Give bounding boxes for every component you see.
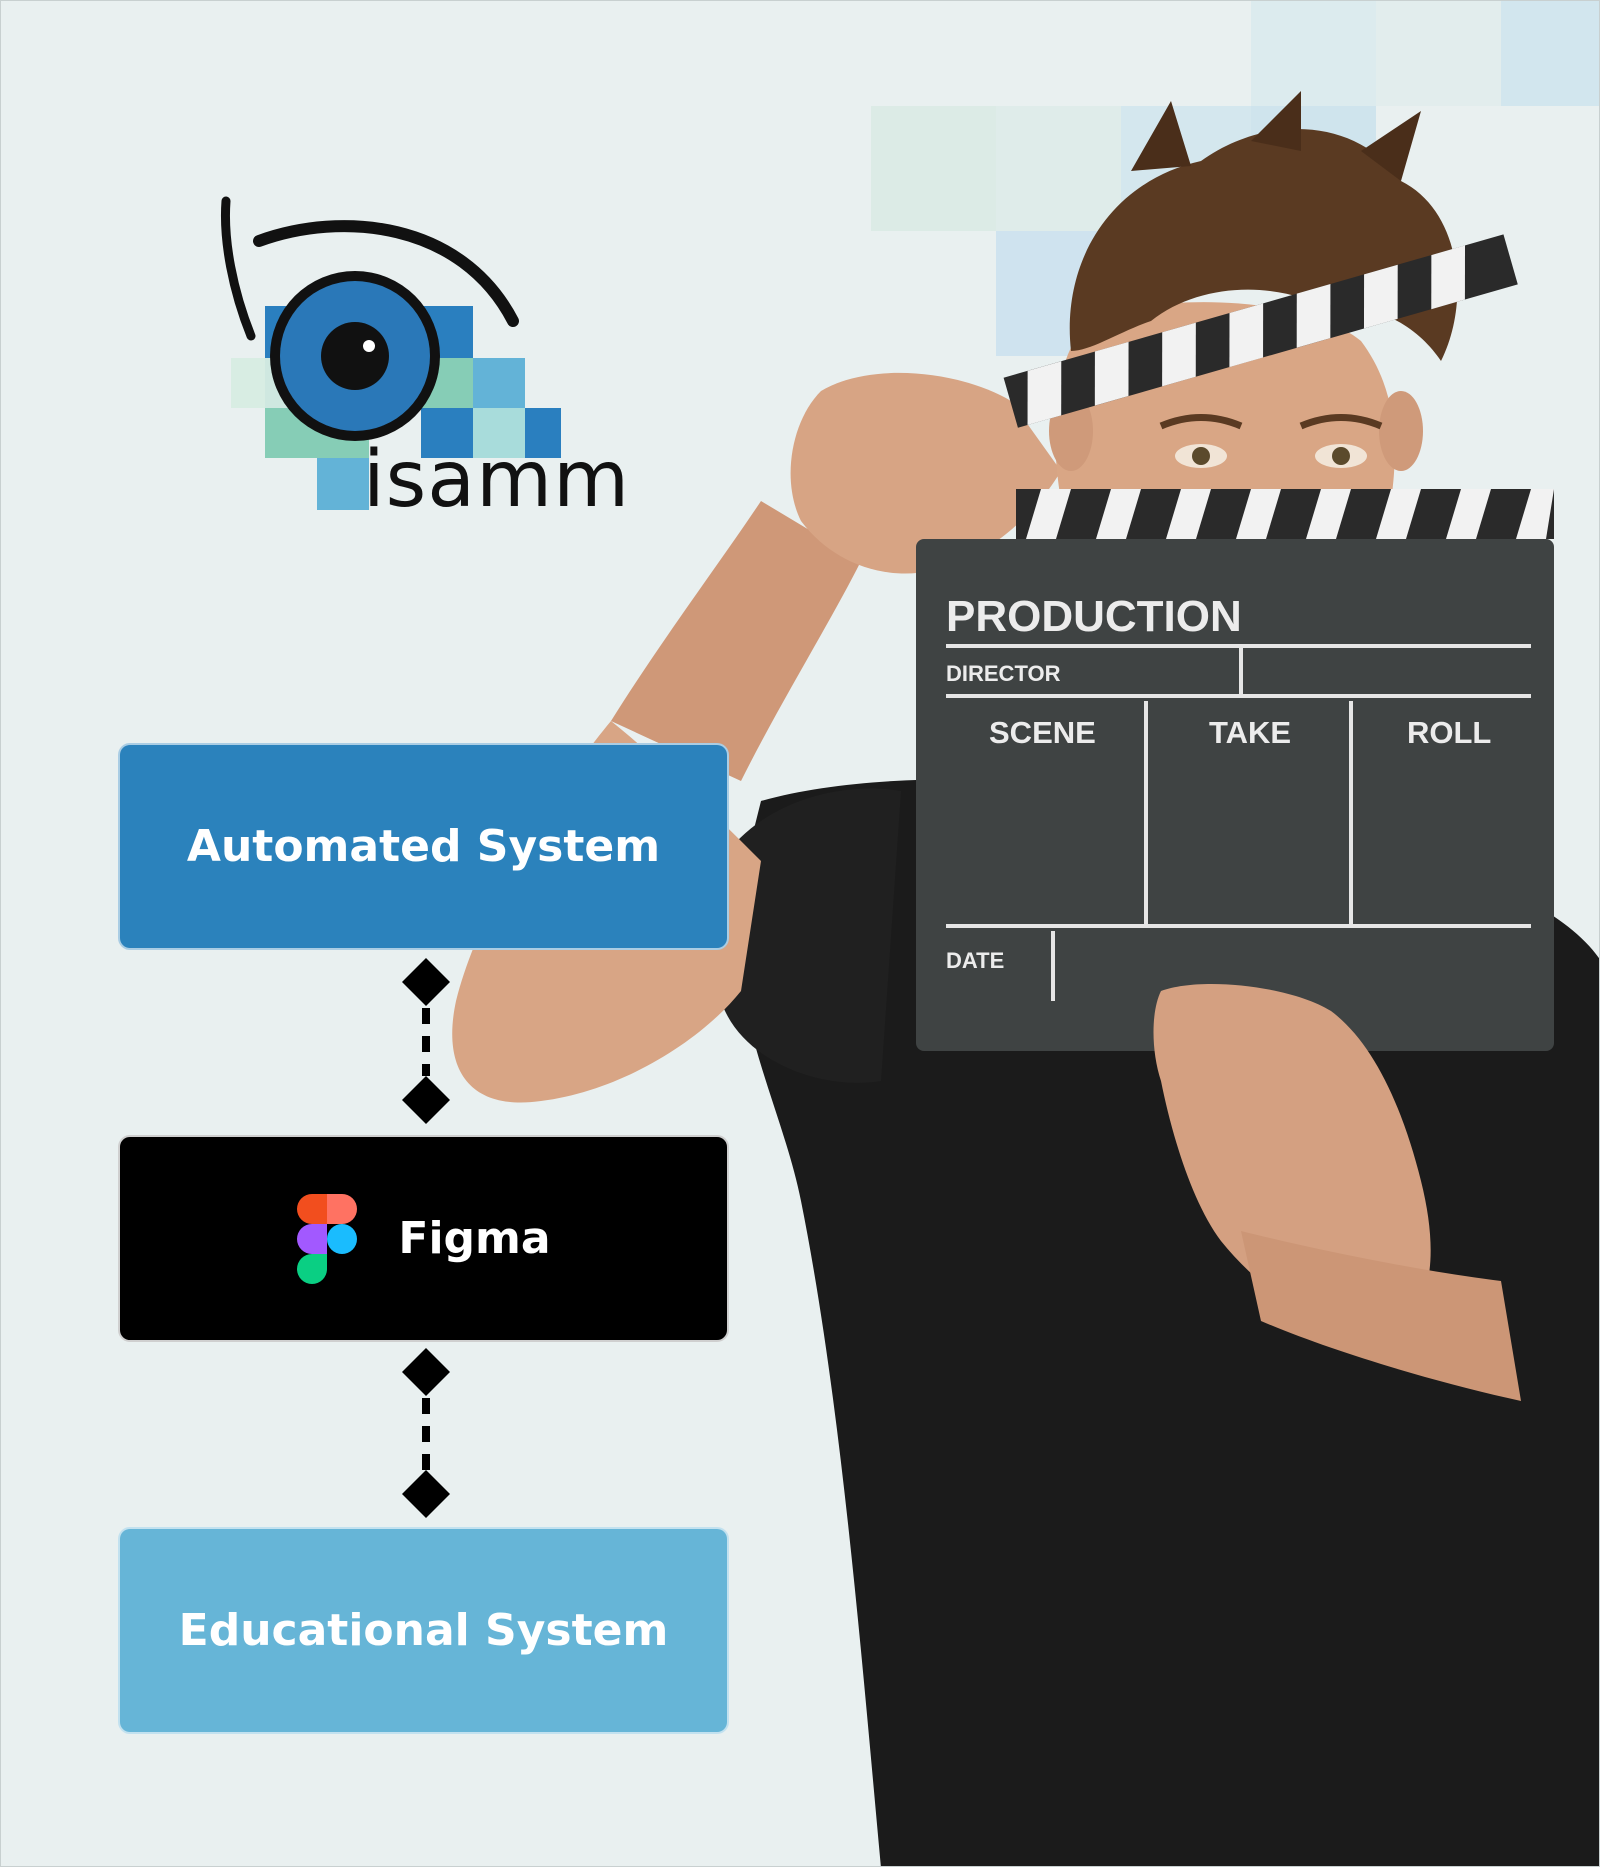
clapper-date-text: DATE [946, 948, 1004, 973]
figma-label: Figma [398, 1213, 551, 1264]
figma-icon [297, 1193, 358, 1284]
clapper-roll-text: ROLL [1407, 715, 1491, 750]
educational-system-box[interactable]: Educational System [118, 1527, 729, 1734]
person-with-clapperboard-photo: PRODUCTION DIRECTOR SCENE TAKE ROLL DATE [452, 91, 1599, 1866]
isamm-wordmark: isamm [363, 435, 631, 525]
clapper-director-text: DIRECTOR [946, 661, 1061, 686]
figma-box[interactable]: Figma [118, 1135, 729, 1342]
automated-system-label: Automated System [186, 821, 661, 872]
automated-system-box[interactable]: Automated System [118, 743, 729, 950]
educational-system-label: Educational System [178, 1605, 669, 1656]
connector-automated-to-figma [402, 958, 450, 1124]
clapper-take-text: TAKE [1209, 715, 1291, 750]
connector-figma-to-educational [402, 1348, 450, 1518]
clapper-production-text: PRODUCTION [946, 592, 1242, 641]
isamm-logo [221, 196, 561, 510]
clapper-scene-text: SCENE [989, 715, 1096, 750]
